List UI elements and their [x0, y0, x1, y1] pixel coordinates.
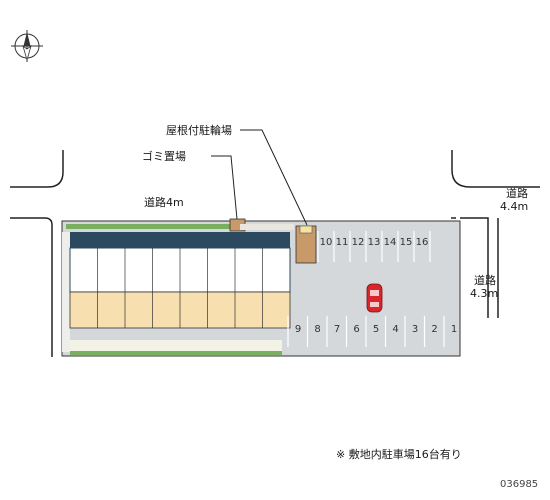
- parking-slot-number: 8: [314, 324, 321, 335]
- apartment-building: [69, 232, 291, 329]
- parking-slot-number: 10: [319, 237, 333, 248]
- garbage-label: ゴミ置場: [142, 150, 186, 163]
- compass-north-icon: [11, 30, 43, 62]
- parking-slot-number: 16: [415, 237, 429, 248]
- car-icon: [366, 283, 383, 313]
- right-road-label-1: 道路: [506, 187, 528, 200]
- parking-slot-number: 15: [399, 237, 413, 248]
- property-code: 036985: [500, 479, 539, 490]
- parking-slot-number: 6: [353, 324, 360, 335]
- parking-slot-number: 7: [333, 324, 341, 335]
- parking-lines: [287, 231, 465, 347]
- parking-slot-number: 1: [450, 324, 458, 335]
- parking-slot-number: 5: [372, 324, 380, 335]
- parking-slot-number: 4: [392, 324, 399, 335]
- parking-slot-number: 14: [383, 237, 397, 248]
- bike-parking-label: 屋根付駐輪場: [166, 124, 232, 137]
- leader-lines: [211, 129, 308, 226]
- right-road-label-2: 道路: [474, 274, 496, 287]
- parking-note: ※ 敷地内駐車場16台有り: [336, 448, 462, 461]
- parking-slot-number: 13: [367, 237, 381, 248]
- parking-slot-number: 11: [335, 237, 349, 248]
- parking-slot-number: 3: [411, 324, 419, 335]
- parking-slot-number: 9: [294, 324, 302, 335]
- parking-slot-number: 2: [431, 324, 438, 335]
- roads: [10, 150, 540, 357]
- right-road-width-2: 4.3m: [470, 287, 499, 300]
- top-road-label: 道路4m: [144, 196, 184, 209]
- right-road-width-1: 4.4m: [500, 200, 529, 213]
- parking-slot-number: 12: [351, 237, 365, 248]
